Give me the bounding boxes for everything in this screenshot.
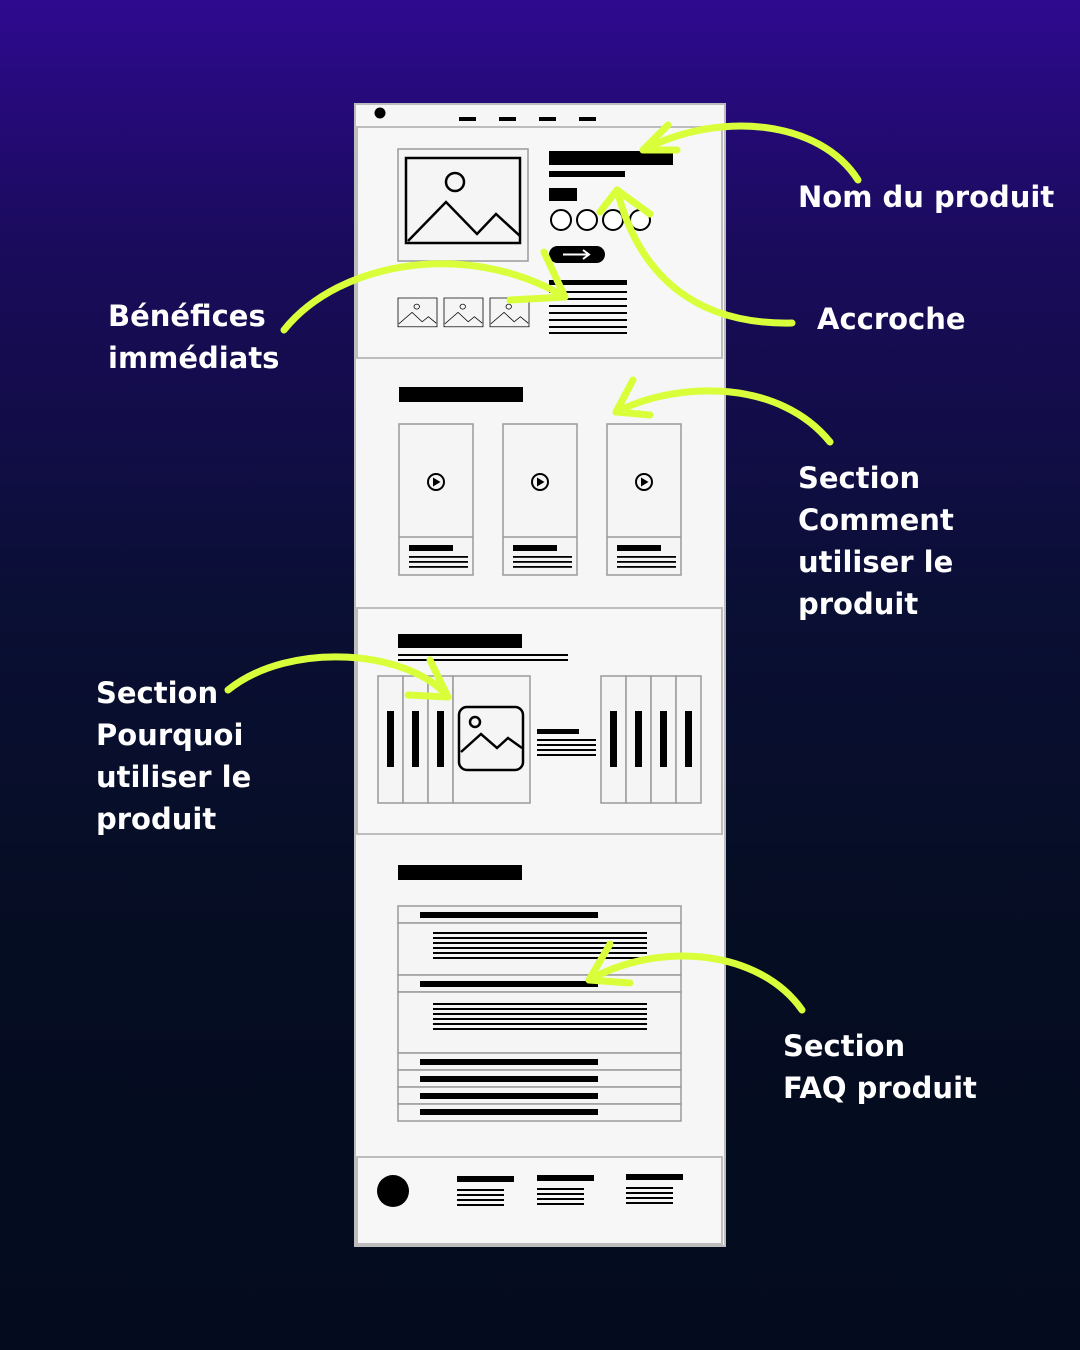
video-card — [398, 423, 474, 576]
arrow-product-name — [639, 122, 862, 184]
annotation-line: Nom du produit — [798, 180, 1055, 214]
play-icon — [427, 473, 445, 491]
annotation-line: Comment — [798, 503, 954, 537]
arrow-how-to-use — [612, 387, 834, 446]
benefits-text-lines — [549, 280, 627, 334]
annotation-why-use: Section Pourquoi utiliser le produit — [96, 672, 251, 840]
page-wireframe — [354, 103, 726, 1247]
annotation-line: Bénéfices — [108, 299, 266, 333]
annotation-line: Section — [96, 676, 219, 710]
annotation-line: Section — [798, 461, 921, 495]
faq-section — [397, 865, 682, 1122]
annotation-faq: Section FAQ produit — [783, 1025, 977, 1109]
arrow-faq — [585, 952, 806, 1014]
annotation-line: utiliser le — [96, 760, 252, 794]
product-title-bar — [549, 151, 673, 165]
annotation-line: produit — [798, 587, 919, 621]
header-nav — [374, 107, 596, 121]
logo-dot — [374, 107, 386, 119]
play-icon — [531, 473, 549, 491]
annotation-hook: Accroche — [817, 298, 966, 340]
arrow-right-icon — [563, 249, 591, 260]
product-main-image-icon — [404, 156, 522, 245]
annotation-line: Section — [783, 1029, 906, 1063]
annotation-line: Accroche — [817, 302, 966, 336]
annotation-line: Pourquoi — [96, 718, 244, 752]
annotation-immediate-benefits: Bénéfices immédiats — [108, 295, 279, 379]
footer-logo — [377, 1175, 409, 1207]
annotation-arrows — [224, 121, 862, 1014]
how-to-use-section — [398, 387, 682, 576]
variant-circles — [550, 209, 651, 231]
price-bar — [549, 188, 577, 201]
annotation-line: immédiats — [108, 341, 280, 375]
hero-section — [356, 126, 723, 359]
why-use-section — [356, 607, 723, 835]
annotation-how-to-use: Section Comment utiliser le produit — [798, 457, 954, 625]
annotation-product-name: Nom du produit — [798, 176, 1054, 218]
arrow-why-use — [224, 653, 452, 701]
arrow-benefits — [280, 260, 569, 334]
annotation-line: FAQ produit — [783, 1071, 977, 1105]
annotation-line: produit — [96, 802, 217, 836]
video-card — [606, 423, 682, 576]
image-placeholder-icon — [457, 705, 525, 772]
play-icon — [635, 473, 653, 491]
footer-section — [356, 1156, 723, 1245]
video-card — [502, 423, 578, 576]
annotation-line: utiliser le — [798, 545, 954, 579]
arrow-hook — [613, 186, 796, 327]
